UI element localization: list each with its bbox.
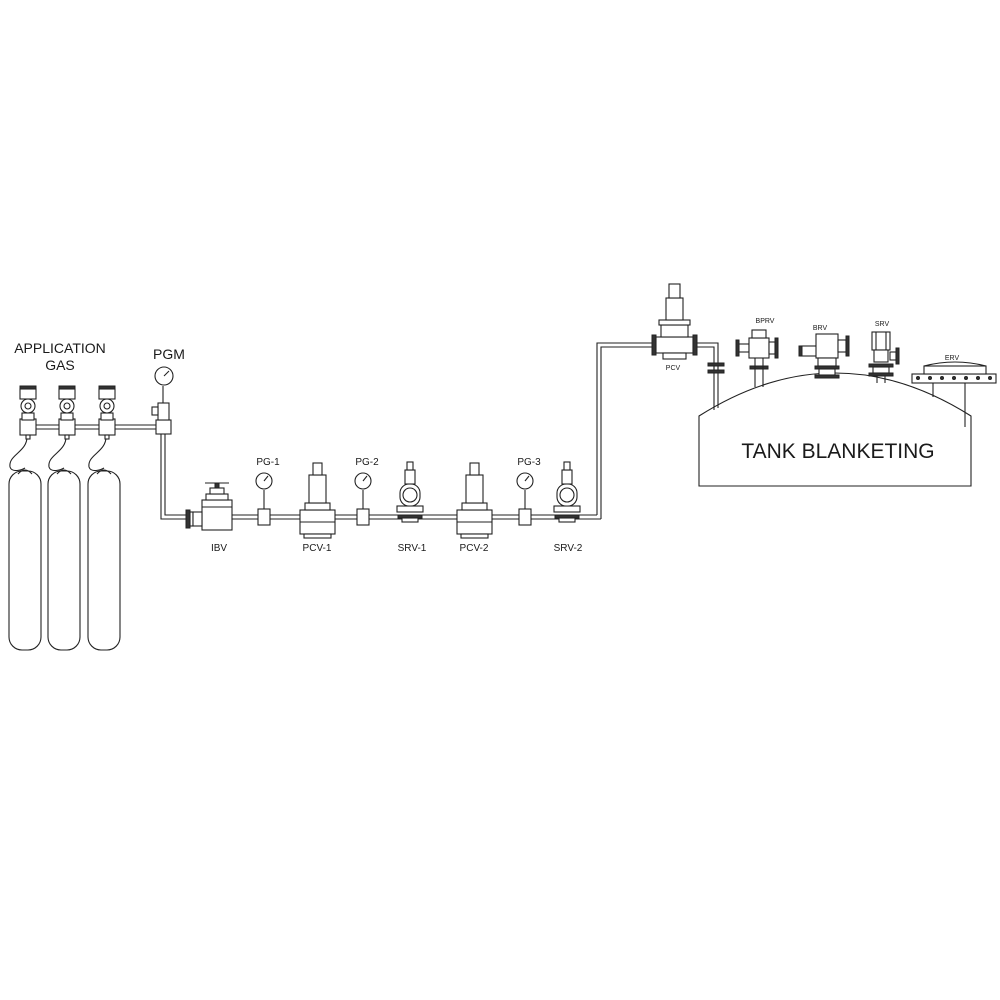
label-pg3: PG-3	[517, 457, 541, 468]
label-brv: BRV	[813, 325, 828, 332]
pg2-pressure-gauge	[354, 472, 372, 526]
main-pipeline	[160, 342, 719, 520]
pg1-pressure-gauge	[255, 472, 273, 526]
cylinder-valve	[19, 385, 37, 440]
label-pg1: PG-1	[256, 457, 280, 468]
label-srv1: SRV-1	[398, 543, 427, 554]
gas-cylinder	[47, 436, 81, 651]
pg3-pressure-gauge	[516, 472, 534, 526]
label-srv: SRV	[875, 321, 890, 328]
cylinder-valve	[98, 385, 116, 440]
bprv-back-pressure-relief-valve	[735, 329, 779, 387]
label-application-gas-2: GAS	[45, 357, 75, 373]
gas-cylinder-bank	[8, 436, 121, 651]
label-bprv: BPRV	[756, 318, 775, 325]
label-ibv: IBV	[211, 543, 227, 554]
pcv2-pressure-regulator	[456, 462, 493, 539]
label-application-gas: APPLICATION	[14, 340, 106, 356]
pcv-pressure-control-valve	[651, 283, 698, 360]
label-srv2: SRV-2	[554, 543, 583, 554]
label-pg2: PG-2	[355, 457, 379, 468]
label-tank-blanketing: TANK BLANKETING	[741, 440, 934, 463]
srv2-safety-relief-valve	[553, 461, 581, 523]
ibv-isolation-valve	[185, 482, 233, 531]
gas-cylinder	[8, 436, 42, 651]
label-pcv2: PCV-2	[460, 543, 489, 554]
brv-breather-valve	[798, 333, 850, 379]
manifold-header	[35, 424, 157, 430]
srv-tank-safety-relief-valve	[868, 331, 900, 383]
label-erv: ERV	[945, 355, 960, 362]
gas-cylinder	[87, 436, 121, 651]
storage-tank	[698, 372, 972, 487]
pcv1-pressure-regulator	[299, 462, 336, 539]
tank-inlet-flange	[707, 362, 725, 374]
pgm-pressure-gauge	[151, 366, 174, 435]
srv1-safety-relief-valve	[396, 461, 424, 523]
cylinder-valve	[58, 385, 76, 440]
label-pcv1: PCV-1	[303, 543, 332, 554]
erv-emergency-relief-valve	[911, 361, 997, 427]
label-pcv: PCV	[666, 365, 681, 372]
label-pgm: PGM	[153, 346, 185, 362]
